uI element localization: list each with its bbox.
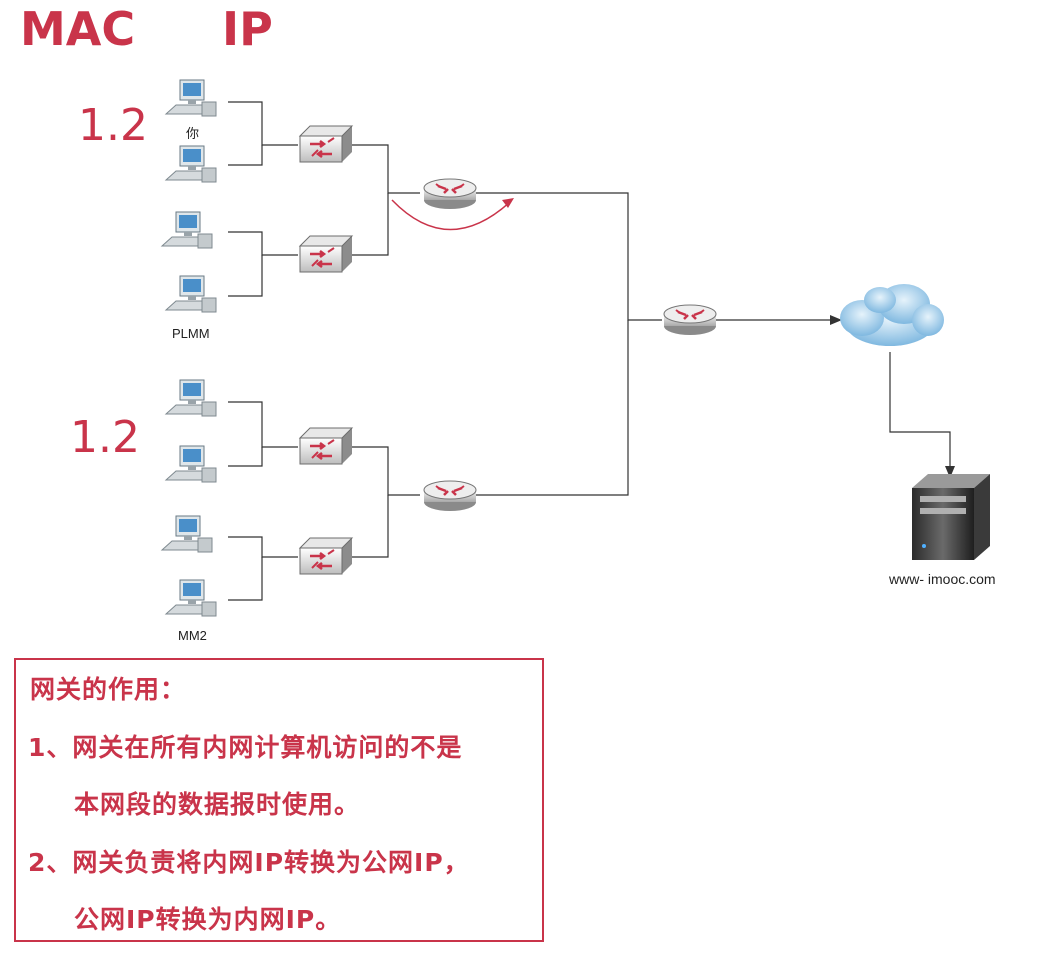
switch-icon — [298, 536, 354, 576]
router-icon — [662, 303, 718, 337]
router-icon — [422, 177, 478, 211]
server-label: www- imooc.com — [888, 571, 996, 587]
note-line-4: 公网IP转换为内网IP。 — [74, 905, 342, 934]
arrowhead-server — [945, 466, 955, 478]
note-line-2: 本网段的数据报时使用。 — [74, 790, 361, 819]
desktop-pc-icon — [161, 515, 213, 553]
desktop-pc-icon — [165, 79, 217, 117]
core-links — [716, 319, 951, 472]
segment-label-bottom: 1.2 — [70, 412, 140, 463]
arrowhead-cloud — [830, 315, 842, 325]
desktop-pc-icon — [165, 275, 217, 313]
router-icon — [422, 479, 478, 513]
gateway-note-box: 网关的作用： 1、网关在所有内网计算机访问的不是 本网段的数据报时使用。 2、网… — [14, 658, 544, 942]
server-icon — [912, 474, 990, 560]
desktop-pc-icon — [165, 145, 217, 183]
note-title: 网关的作用： — [30, 675, 187, 704]
network-diagram: 你 PLMM MM2 www- imooc.com — [161, 79, 996, 643]
packet-path-arrowhead — [502, 198, 514, 208]
segment-label-top: 1.2 — [78, 100, 148, 151]
pc-label-mm2: MM2 — [178, 628, 207, 643]
switch-icon — [298, 124, 354, 164]
pc-label-plmm: PLMM — [172, 326, 210, 341]
top-cluster-links — [228, 101, 662, 321]
desktop-pc-icon — [161, 211, 213, 249]
desktop-pc-icon — [165, 445, 217, 483]
note-line-1: 1、网关在所有内网计算机访问的不是 — [28, 733, 463, 762]
ip-label: IP — [222, 2, 273, 56]
cloud-icon — [840, 284, 944, 346]
bottom-cluster-links — [228, 320, 629, 601]
switch-icon — [298, 426, 354, 466]
note-line-3: 2、网关负责将内网IP转换为公网IP， — [28, 848, 470, 877]
packet-path-arrow — [391, 199, 511, 231]
switch-icon — [298, 234, 354, 274]
mac-label: MAC — [20, 2, 136, 56]
desktop-pc-icon — [165, 379, 217, 417]
desktop-pc-icon — [165, 579, 217, 617]
pc-label-you: 你 — [186, 126, 199, 141]
